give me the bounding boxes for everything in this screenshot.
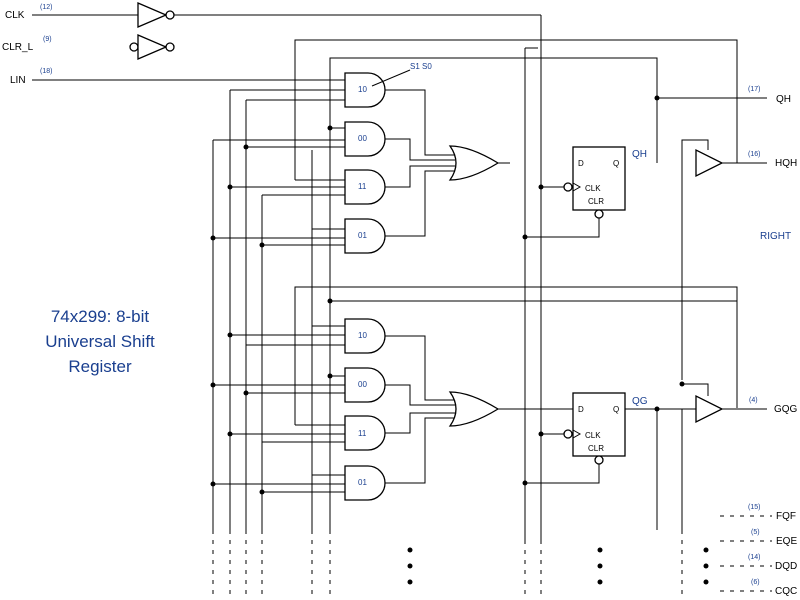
title-line-2: Universal Shift bbox=[45, 332, 155, 351]
bottom-rails bbox=[294, 286, 738, 425]
gate-code-top-4: 01 bbox=[358, 231, 367, 240]
top-ff-d: D bbox=[578, 159, 584, 168]
hqh-output-buffer bbox=[681, 139, 767, 380]
dashed-continuations bbox=[212, 515, 772, 600]
right-label: RIGHT bbox=[760, 231, 791, 242]
top-or-connections bbox=[385, 89, 455, 237]
clk-input-label: CLK bbox=[5, 10, 25, 21]
ellipsis-dots bbox=[407, 547, 709, 585]
bottom-flipflop: D Q CLK CLR bbox=[563, 392, 626, 465]
eqe-output-label: EQE bbox=[776, 536, 797, 547]
qh-output-label: QH bbox=[776, 94, 791, 105]
bus-lines bbox=[212, 90, 331, 530]
top-rails bbox=[294, 15, 738, 540]
top-ff-clk: CLK bbox=[585, 184, 601, 193]
clr-input-label: CLR_L bbox=[2, 42, 34, 53]
fqf-pin-number: (15) bbox=[748, 504, 760, 511]
bottom-ff-clr: CLR bbox=[588, 444, 604, 453]
top-flipflop: D Q CLK CLR bbox=[563, 146, 626, 219]
gate-code-top-2: 00 bbox=[358, 134, 367, 143]
diagram-title: 74x299: 8-bit Universal Shift Register bbox=[20, 304, 180, 379]
gate-code-bottom-2: 00 bbox=[358, 380, 367, 389]
gate-code-top-3: 11 bbox=[358, 182, 367, 191]
gqg-output-buffer bbox=[682, 383, 767, 424]
cqc-output-label: CQC bbox=[775, 586, 797, 597]
bottom-ff-d: D bbox=[578, 405, 584, 414]
gqg-pin-number: (4) bbox=[749, 397, 758, 404]
dqd-pin-number: (14) bbox=[748, 554, 760, 561]
qh-pin-number: (17) bbox=[748, 86, 760, 93]
bottom-or-gate bbox=[448, 391, 500, 427]
top-ff-q: Q bbox=[613, 159, 619, 168]
title-line-1: 74x299: 8-bit bbox=[50, 307, 150, 326]
gqg-output-label: GQG bbox=[774, 404, 798, 415]
bottom-or-connections bbox=[385, 335, 455, 484]
top-ff-clr: CLR bbox=[588, 197, 604, 206]
eqe-pin-number: (5) bbox=[751, 529, 760, 536]
cqc-pin-number: (6) bbox=[751, 579, 760, 586]
clr-pin-number: (9) bbox=[43, 36, 52, 43]
clk-inverter bbox=[32, 2, 541, 28]
select-label: S1 S0 bbox=[410, 62, 432, 71]
junction-dots bbox=[210, 95, 685, 495]
dqd-output-label: DQD bbox=[775, 561, 797, 572]
lin-input-label: LIN bbox=[10, 75, 26, 86]
top-or-gate bbox=[448, 145, 500, 181]
hqh-output-label: HQH bbox=[775, 158, 797, 169]
bottom-ff-clk: CLK bbox=[585, 431, 601, 440]
top-stage-output-label: QH bbox=[632, 149, 647, 160]
clk-pin-number: (12) bbox=[40, 4, 52, 11]
select-pointer bbox=[371, 69, 411, 87]
gate-code-bottom-1: 10 bbox=[358, 331, 367, 340]
clr-inverter bbox=[129, 34, 175, 60]
bottom-stage-output-label: QG bbox=[632, 396, 648, 407]
fqf-output-label: FQF bbox=[776, 511, 796, 522]
top-stage-and-gates bbox=[213, 72, 386, 254]
lin-pin-number: (18) bbox=[40, 68, 52, 75]
hqh-pin-number: (16) bbox=[748, 151, 760, 158]
continuation-lines bbox=[656, 409, 683, 530]
title-line-3: Register bbox=[68, 357, 132, 376]
bottom-stage-and-gates bbox=[213, 318, 386, 501]
gate-code-bottom-4: 01 bbox=[358, 478, 367, 487]
bottom-ff-q: Q bbox=[613, 405, 619, 414]
gate-code-top-1: 10 bbox=[358, 85, 367, 94]
gate-code-bottom-3: 11 bbox=[358, 429, 367, 438]
